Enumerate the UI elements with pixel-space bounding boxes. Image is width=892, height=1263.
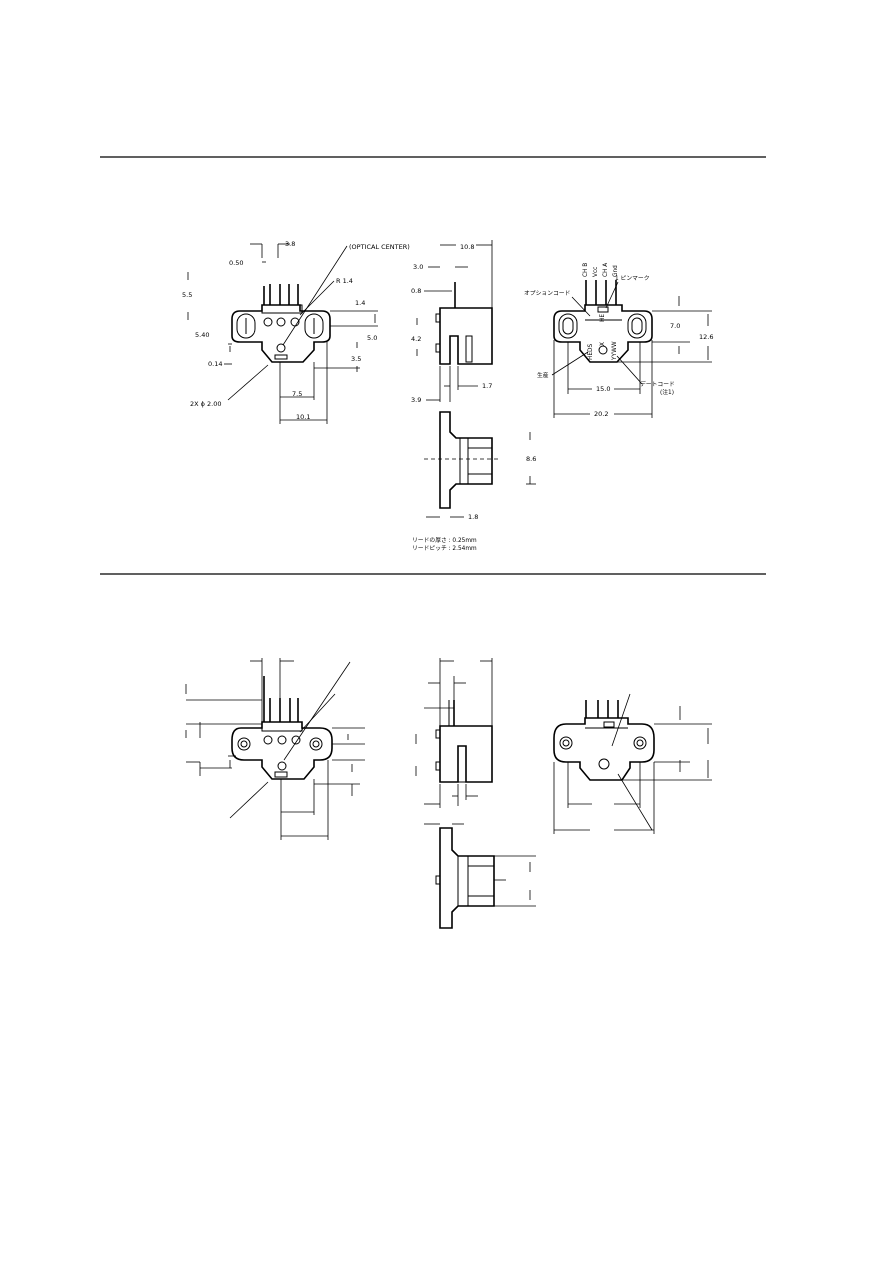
label-date-code-sub: (注1) [660, 388, 674, 396]
dim-label-15-0: 15.0 [596, 385, 610, 393]
top-side-view [435, 282, 493, 365]
dim-label-5-40: 5.40 [195, 331, 209, 339]
dim-label-10-1: 10.1 [296, 413, 310, 421]
dim-label-1-8: 1.8 [468, 513, 478, 521]
dim-label-5-5: 5.5 [182, 291, 192, 299]
bottom-side-view [435, 700, 493, 783]
pin-label-gnd: Gnd [613, 265, 619, 277]
label-part-yyww: YYWW [612, 341, 618, 361]
note-lead-pitch: リードピッチ : 2.54mm [412, 545, 477, 552]
label-part-code: HE [600, 314, 606, 322]
dim-label-7-0: 7.0 [670, 322, 680, 330]
dim-label-12-6: 12.6 [699, 333, 713, 341]
label-country: 生産 [537, 371, 549, 379]
dim-label-3-5: 3.5 [351, 355, 361, 363]
dim-label-2x-2-00: 2X ϕ 2.00 [190, 400, 221, 408]
label-option-code: オプションコード [524, 290, 571, 297]
label-date-code: デートコード [640, 380, 675, 388]
label-part-number: HEDS [588, 344, 594, 360]
label-optical-center: (OPTICAL CENTER) [349, 243, 410, 251]
dim-label-0-14: 0.14 [208, 360, 222, 368]
bottom-front-dimensions [185, 658, 365, 840]
dim-label-10-8: 10.8 [460, 243, 474, 251]
bottom-end-view [435, 827, 495, 929]
dim-label-5-0: 5.0 [367, 334, 377, 342]
top-side-dimensions: 10.8 3.0 0.8 4.2 1.7 3.9 [411, 240, 493, 404]
dim-label-3-0: 3.0 [413, 263, 423, 271]
dim-label-r-1-4: R 1.4 [336, 277, 353, 285]
pin-label-ch-b: CH B [583, 263, 589, 277]
bottom-end-dimensions [424, 823, 536, 907]
pin-label-vcc: Vcc [593, 267, 599, 277]
top-rear-dimensions: CH B Vcc CH A Gnd オプションコード 1 ピンマーク HEDS … [524, 263, 713, 418]
top-front-dimensions: 3.8 0.50 (OPTICAL CENTER) R 1.4 5.5 1.4 … [182, 240, 410, 424]
note-lead-thickness: リードの厚さ : 0.25mm [412, 537, 477, 544]
label-part-x: X [600, 342, 606, 346]
dim-label-3-8: 3.8 [285, 240, 295, 248]
dim-label-20-2: 20.2 [594, 410, 608, 418]
bottom-rear-dimensions [553, 693, 712, 834]
top-front-view [231, 284, 331, 363]
bottom-rear-view [553, 700, 655, 781]
dim-label-3-9: 3.9 [411, 396, 421, 404]
top-end-dimensions: 8.6 1.8 リードの厚さ : 0.25mm リードピッチ : 2.54mm [412, 432, 536, 552]
top-end-view [424, 411, 500, 509]
bottom-side-dimensions [415, 658, 493, 808]
dim-label-4-2: 4.2 [411, 335, 421, 343]
dim-label-1-4: 1.4 [355, 299, 365, 307]
dim-label-7-5: 7.5 [292, 390, 302, 398]
top-rear-view [553, 280, 653, 363]
pin-label-ch-a: CH A [603, 263, 609, 277]
dim-label-8-6: 8.6 [526, 455, 536, 463]
dim-label-1-7: 1.7 [482, 382, 492, 390]
bottom-front-view [231, 676, 333, 780]
dim-label-0-8: 0.8 [411, 287, 421, 295]
dim-label-0-50: 0.50 [229, 259, 243, 267]
label-pin1-mark: 1 ピンマーク [615, 275, 650, 282]
